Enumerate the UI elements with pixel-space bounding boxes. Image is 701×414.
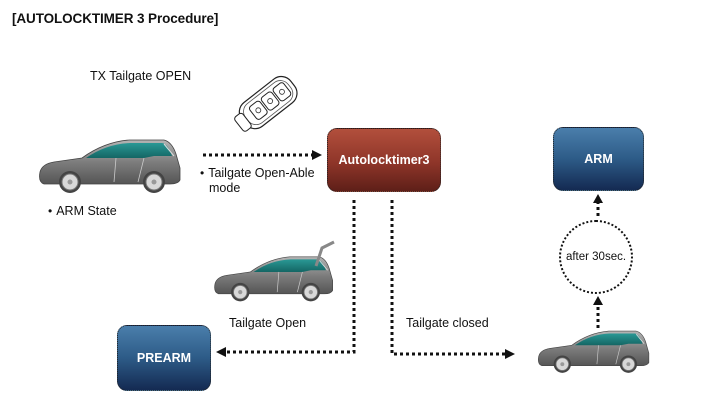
prearm-node: PREARM — [117, 325, 211, 391]
tx-tailgate-open-label: TX Tailgate OPEN — [90, 69, 192, 83]
arrowhead-autolocktimer — [312, 150, 322, 160]
tailgate-open-label: Tailgate Open — [229, 316, 307, 330]
prearm-label: PREARM — [136, 351, 192, 365]
tailgate-open-able-label: Tailgate Open-Able — [200, 166, 314, 180]
arrow-autolocktimer-to-prearm — [226, 200, 356, 354]
page-title: [AUTOLOCKTIMER 3 Procedure] — [12, 11, 219, 26]
timer-label: after 30sec. — [565, 251, 627, 263]
arrowhead-closed-car — [505, 349, 515, 359]
arrowhead-timer — [593, 296, 603, 305]
smart-key-fob-icon — [234, 75, 298, 132]
arm-node: ARM — [553, 127, 644, 191]
arm-label: ARM — [584, 152, 613, 166]
autolocktimer3-label: Autolocktimer3 — [338, 153, 430, 167]
arm-state-label: ARM State — [48, 204, 116, 218]
car-tailgate-open-image — [210, 240, 335, 306]
tailgate-open-able-mode-label: mode — [209, 181, 241, 195]
timer-30sec-node: after 30sec. — [559, 220, 633, 294]
tailgate-closed-label: Tailgate closed — [406, 316, 489, 330]
arrow-autolocktimer-to-closed-car — [390, 200, 505, 356]
arrowhead-prearm — [216, 347, 226, 357]
autolocktimer3-node: Autolocktimer3 — [327, 128, 441, 192]
arrowhead-arm — [593, 194, 603, 203]
